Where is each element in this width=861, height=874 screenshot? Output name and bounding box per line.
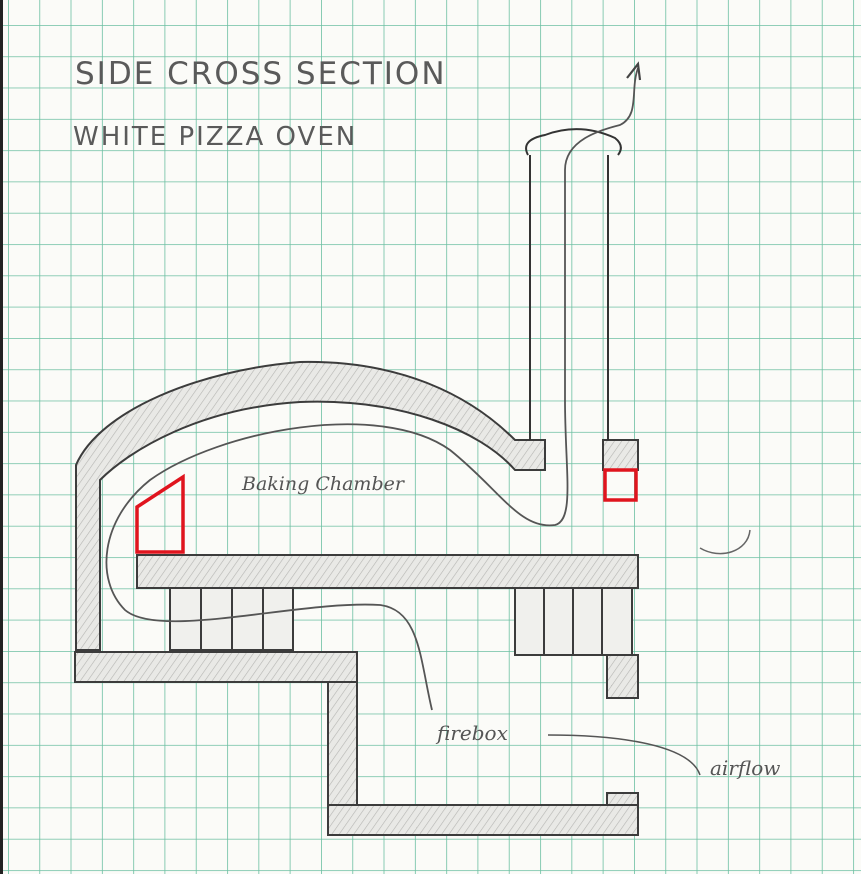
firebox-bottom-slab bbox=[327, 804, 639, 836]
left-edge bbox=[0, 0, 3, 874]
airflow-label: airflow bbox=[710, 756, 780, 780]
baking-chamber-label: Baking Chamber bbox=[241, 473, 406, 495]
chimney bbox=[525, 128, 622, 440]
stray-arc-mark bbox=[699, 529, 751, 555]
title: SIDE CROSS SECTION bbox=[75, 56, 447, 92]
hearth-floor-slab bbox=[136, 554, 639, 589]
right-support-block bbox=[606, 654, 639, 699]
chimney-base-block bbox=[602, 439, 639, 471]
highlight-region-chamber bbox=[135, 473, 185, 554]
firebox-label: firebox bbox=[435, 721, 508, 745]
firebox-right-lip bbox=[606, 792, 639, 806]
left-brick-supports bbox=[169, 587, 294, 651]
airflow-arrowhead-icon bbox=[626, 61, 642, 81]
right-brick-supports bbox=[514, 587, 633, 656]
dome-shell bbox=[75, 360, 546, 651]
base-slab bbox=[74, 651, 358, 683]
airflow-path bbox=[105, 67, 639, 711]
airflow-leader-line bbox=[547, 734, 701, 776]
subtitle: WHITE PIZZA OVEN bbox=[73, 122, 357, 152]
highlight-region-chimney bbox=[603, 468, 638, 502]
